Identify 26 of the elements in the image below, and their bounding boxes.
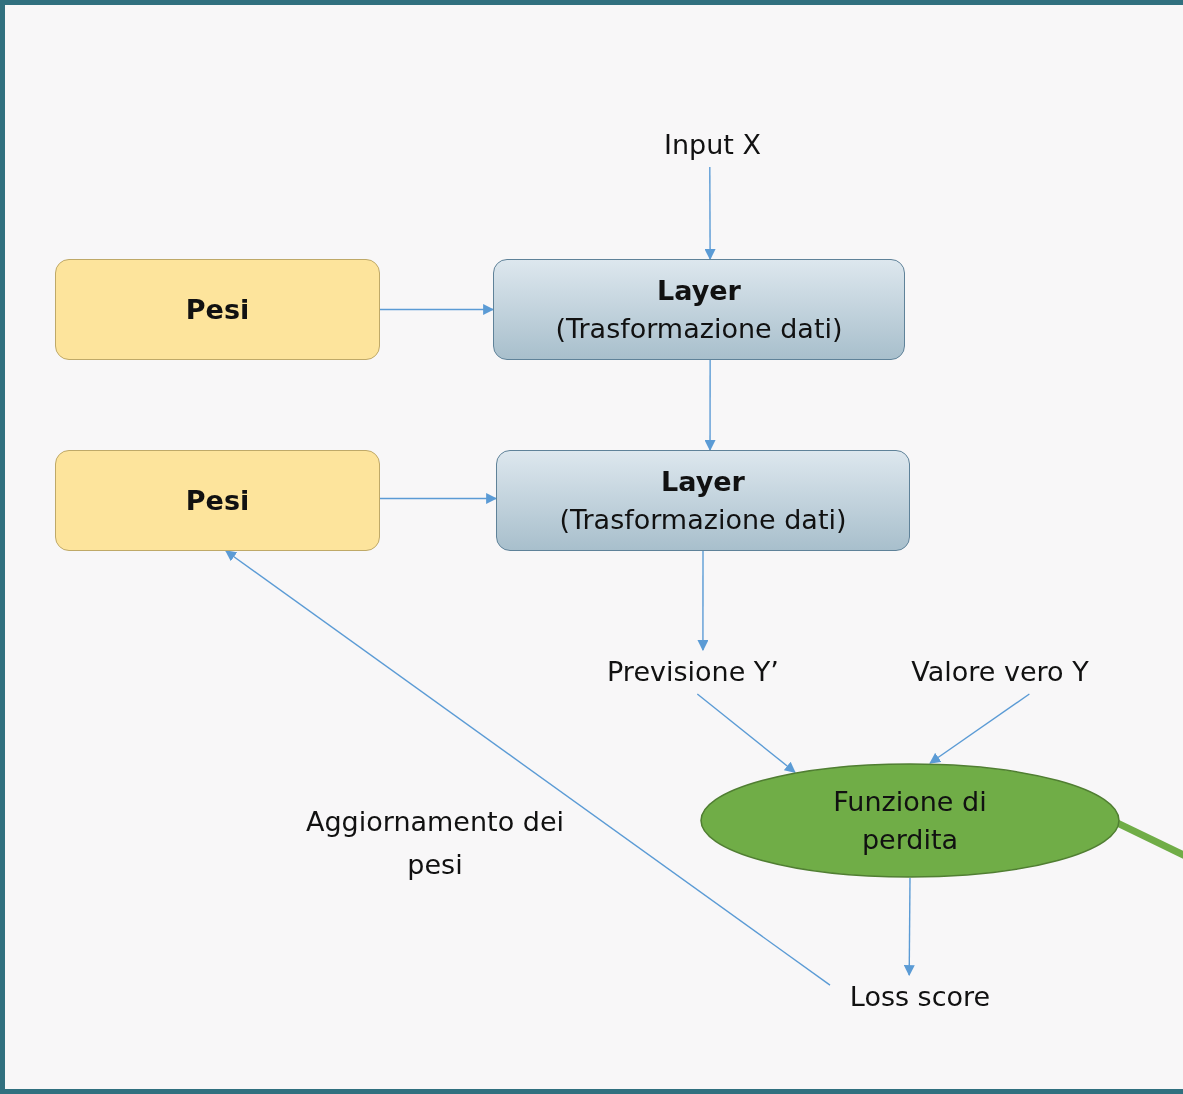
node-text: Pesi [185,292,250,327]
node-text: Pesi [185,483,250,518]
node-text: Funzione di perdita [832,784,988,857]
node-text: Previsione Y’ [585,650,801,694]
arrow [225,550,831,986]
layer-box [496,450,910,551]
node-text: (Trasformazione dati) [555,311,843,346]
arrow [379,304,495,315]
weights-box [55,450,380,551]
layer-title: Layer [661,464,745,499]
edge-label: Aggiornamento dei pesi [305,805,565,883]
arrow [929,693,1031,764]
weights-box [55,259,380,360]
arrow [903,877,915,977]
node-text: Valore vero Y [887,650,1113,694]
arrow [379,493,498,504]
loss-function-ellipse [700,763,1120,878]
arrow [697,550,709,652]
node-text: Input X [645,123,780,167]
node-text: (Trasformazione dati) [559,502,847,537]
arrow [704,166,716,261]
arrow [696,693,796,773]
layer-title: Layer [657,273,741,308]
layer-box [493,259,905,360]
node-text: Loss score [830,975,1010,1019]
arrow [704,359,716,452]
